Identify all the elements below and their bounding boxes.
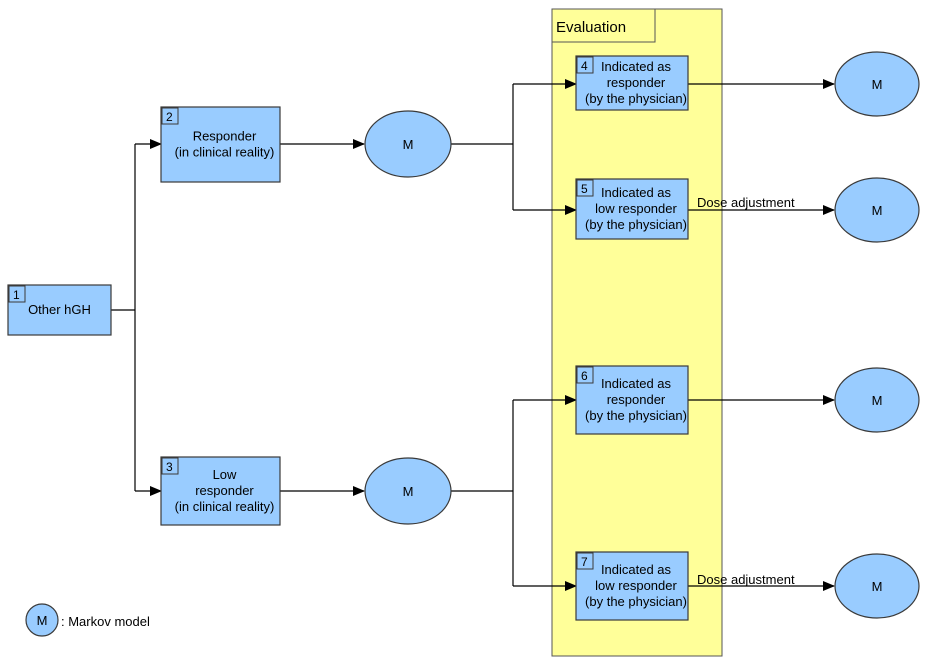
markov-nodes: M M M M M M [364,51,920,619]
markov-node-3: M [364,457,452,525]
node-label-line: (by the physician) [585,91,687,106]
node-number-box [576,552,594,570]
node-number-box [161,107,179,125]
node-label-line: low responder [595,201,677,216]
node-number: 5 [581,182,588,196]
legend-symbol-label: M [37,613,48,628]
markov-label: M [872,393,883,408]
node-label-line: low responder [595,578,677,593]
markov-node-4: M [834,51,920,117]
edge-label-dose-adjustment-5: Dose adjustment [697,195,795,210]
markov-node-2: M [364,110,452,178]
markov-ellipse [834,51,920,117]
legend-markov-symbol [25,603,59,637]
node-label-line: Other hGH [28,302,91,317]
node-label-line: (by the physician) [585,217,687,232]
node-label-line: (in clinical reality) [175,499,275,514]
markov-ellipse [364,110,452,178]
node-number: 3 [166,460,173,474]
node-label-line: Indicated as [601,185,672,200]
state-node-box [575,55,689,111]
evaluation-panel: Evaluation [551,8,723,657]
markov-label: M [403,137,414,152]
markov-ellipse [364,457,452,525]
node-label-line: responder [607,392,666,407]
state-node-box [575,551,689,621]
node-number: 2 [166,110,173,124]
node-label-line: (by the physician) [585,408,687,423]
node-number: 6 [581,369,588,383]
markov-label: M [872,203,883,218]
node-label-line: Low [213,467,237,482]
node-label-line: Responder [193,129,257,144]
node-label-line: Indicated as [601,59,672,74]
state-node-box [575,365,689,435]
markov-ellipse [834,367,920,433]
node-label-line: responder [607,75,666,90]
connectors [111,79,835,591]
node-number: 7 [581,555,588,569]
markov-node-6: M [834,367,920,433]
node-number: 4 [581,59,588,73]
legend: M : Markov model [25,603,150,637]
markov-ellipse [834,177,920,243]
node-number-box [576,56,594,74]
legend-text: : Markov model [61,614,150,629]
evaluation-title: Evaluation [556,19,626,36]
markov-ellipse [834,553,920,619]
node-number-box [576,179,594,197]
node-label-line: (in clinical reality) [175,145,275,160]
edge-label-dose-adjustment-7: Dose adjustment [697,572,795,587]
markov-node-7: M [834,553,920,619]
node-number-box [161,457,179,475]
state-node-box [160,106,281,183]
state-node-box [160,456,281,526]
node-label-line: responder [195,483,254,498]
node-label-line: Indicated as [601,376,672,391]
node-label-line: Indicated as [601,562,672,577]
markov-label: M [403,484,414,499]
markov-label: M [872,579,883,594]
node-label-line: (by the physician) [585,594,687,609]
node-number: 1 [13,288,20,302]
node-number-box [576,366,594,384]
state-node-box [575,178,689,240]
markov-label: M [872,77,883,92]
markov-node-5: M [834,177,920,243]
node-number-box [8,285,26,303]
